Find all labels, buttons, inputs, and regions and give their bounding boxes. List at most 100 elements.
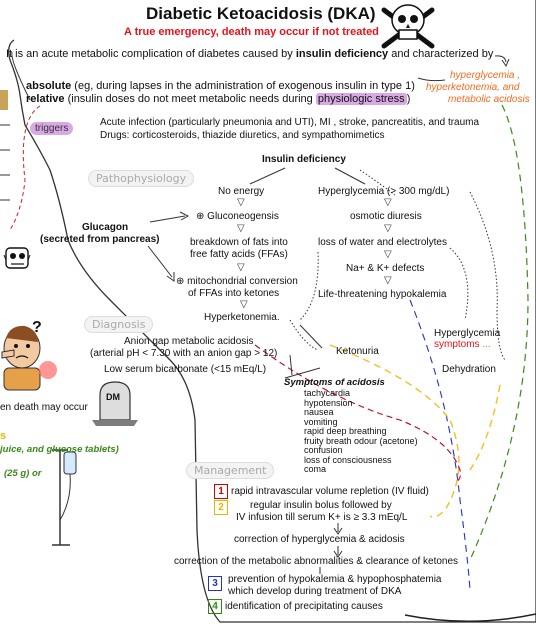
mito-line-1: mitochondrial conversion <box>187 276 298 287</box>
na-k-defects-node: Na+ & K+ defects <box>346 263 425 274</box>
tombstone-label: DM <box>106 392 120 402</box>
symptom-item: vomiting <box>304 416 338 427</box>
symptom-item: coma <box>304 464 327 474</box>
hyperglycemia-symptoms-node: Hyperglycemia symptoms ... <box>434 328 500 350</box>
symptom-item: tachycardia <box>304 388 351 398</box>
step-number-4: 4 <box>208 599 222 614</box>
management-step-3: 3 <box>208 576 225 591</box>
gluconeogensis-node: ⊕ Gluconeogensis <box>196 211 279 222</box>
step-4-text: identification of precipitating causes <box>225 601 383 613</box>
glucagon-label: Glucagon <box>82 222 129 233</box>
loss-water-node: loss of water and electrolytes <box>318 237 447 248</box>
arrow-down: ▽ <box>240 299 248 310</box>
step-number-2: 2 <box>214 500 228 515</box>
step-3-line-2: which develop during treatment of DKA <box>228 586 402 597</box>
left-fragment-juice: juice, and glucose tablets) <box>0 444 119 455</box>
characterized-list: hyperglycemia , hyperketonemia, and meta… <box>426 70 530 106</box>
arrow-down: ▽ <box>237 197 245 208</box>
characterized-item: hyperglycemia , <box>450 70 521 81</box>
anion-gap-line-1: Anion gap metabolic acidosis <box>124 336 254 347</box>
left-fragment-letter: s <box>0 430 7 442</box>
step-3-text: prevention of hypokalemia & hypophosphat… <box>228 574 441 598</box>
step-2-line-2: IV infusion till serum K+ is ≥ 3.3 mEq/L <box>236 512 408 523</box>
ellipsis: ... <box>482 339 491 350</box>
ketonuria-node: Ketonuria <box>336 346 379 357</box>
glucagon-sublabel: (secreted from pancreas) <box>40 234 160 245</box>
mito-line-2: of FFAs into ketones <box>188 288 280 299</box>
step-1-text: rapid intravascular volume repletion (IV… <box>231 486 429 498</box>
symptoms-list: tachycardia hypotension nausea vomiting … <box>304 388 418 475</box>
breakdown-line-2: free fatty acids (FFAs) <box>190 249 288 260</box>
section-diagnosis: Diagnosis <box>84 316 154 333</box>
triggers-line-1: Acute infection (particularly pneumonia … <box>100 117 480 128</box>
triggers-label: triggers <box>30 122 74 135</box>
arrow-down: ▽ <box>384 249 392 260</box>
iv-drip-icon <box>52 449 77 546</box>
insulin-deficiency-node: Insulin deficiency <box>262 154 346 165</box>
triggers-line-2: Drugs: corticosteroids, thiazide diureti… <box>100 130 385 141</box>
skull-crossbones-icon <box>381 4 435 49</box>
step-number-1: 1 <box>214 484 228 499</box>
symptoms-title: Symptoms of acidosis <box>284 377 385 388</box>
svg-text:?: ? <box>32 319 42 336</box>
correction-hyperglycemia: correction of hyperglycemia & acidosis <box>234 534 405 545</box>
characterized-item: hyperketonemia, and <box>426 82 520 93</box>
relative-label: relative <box>26 93 65 105</box>
plus-icon: ⊕ <box>176 276 185 287</box>
symptom-item: confusion <box>304 445 343 455</box>
symptom-item: hypotension <box>304 397 353 408</box>
correction-metabolic: correction of the metabolic abnormalitie… <box>174 556 459 567</box>
sad-person-icon: ? <box>3 319 57 391</box>
bicarbonate-node: Low serum bicarbonate (<15 mEq/L) <box>104 364 267 375</box>
mitochondrial-node: ⊕ mitochondrial conversion of FFAs into … <box>176 276 298 300</box>
definition-bold: insulin deficiency <box>295 48 389 60</box>
relative-text: (insulin doses do not meet metabolic nee… <box>64 93 316 105</box>
breakdown-fats-node: breakdown of fats into free fatty acids … <box>190 237 288 261</box>
step-number-3: 3 <box>208 576 222 591</box>
plus-icon: ⊕ <box>196 211 205 222</box>
page-title: Diabetic Ketoacidosis (DKA) <box>146 4 376 23</box>
content-blob-outline <box>8 0 536 623</box>
page-subtitle: A true emergency, death may occur if not… <box>124 26 379 38</box>
definition-prefix: It is an acute metabolic complication of… <box>6 48 296 60</box>
left-edge-box <box>0 90 8 110</box>
arrow-down: ▽ <box>384 275 392 286</box>
absolute-label: absolute <box>26 80 72 92</box>
alien-icon <box>3 247 31 269</box>
absolute-line: absolute (eg, during lapses in the admin… <box>26 80 415 92</box>
step-3-line-1: prevention of hypokalemia & hypophosphat… <box>228 574 442 585</box>
dehydration-node: Dehydration <box>442 364 496 375</box>
left-fragment-grams: (25 g) or <box>4 468 42 479</box>
relative-line: relative (insulin doses do not meet meta… <box>26 93 410 105</box>
section-management: Management <box>186 462 275 479</box>
arrow-down: ▽ <box>384 197 392 208</box>
characterized-item: metabolic acidosis <box>448 94 530 105</box>
arrow-down: ▽ <box>237 262 245 273</box>
physiologic-stress-highlight: physiologic stress <box>315 93 407 105</box>
osmotic-diuresis-node: osmotic diuresis <box>350 211 422 222</box>
step-2-line-1: regular insulin bolus followed by <box>250 500 392 511</box>
hypokalemia-node: Life-threatening hypokalemia <box>318 289 447 300</box>
pointing-hand-icon <box>1 349 15 359</box>
arrow-down: ▽ <box>384 223 392 234</box>
hyperglycemia-node: Hyperglycemia (> 300 mg/dL) <box>318 186 450 197</box>
definition-line: It is an acute metabolic complication of… <box>6 48 493 60</box>
absolute-text: (eg, during lapses in the administration… <box>71 80 415 92</box>
hyperketonemia-node: Hyperketonemia. <box>204 312 280 323</box>
section-pathophysiology: Pathophysiology <box>88 170 195 187</box>
breakdown-line-1: breakdown of fats into <box>190 237 288 248</box>
symptoms-label: symptoms <box>434 339 480 350</box>
no-energy-node: No energy <box>218 186 265 197</box>
symptom-item: nausea <box>304 407 334 417</box>
symptom-item: loss of consciousness <box>304 454 392 465</box>
anion-gap-line-2: (arterial pH < 7.30 with an anion gap > … <box>90 348 278 359</box>
definition-suffix: and characterized by <box>388 48 494 60</box>
relative-end: ) <box>406 93 411 105</box>
symptom-item: fruity breath odour (acetone) <box>304 435 418 446</box>
tombstone-icon <box>92 381 138 426</box>
management-step-2: 2 <box>214 500 231 515</box>
arrow-down: ▽ <box>237 223 245 234</box>
